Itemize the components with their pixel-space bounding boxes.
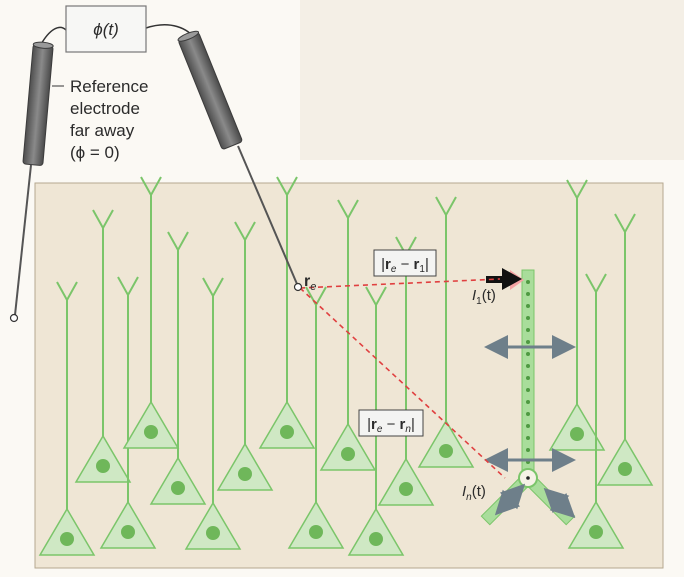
neuron <box>548 179 606 451</box>
compartment-dot <box>526 340 530 344</box>
reference-label-line2: electrode <box>70 99 140 118</box>
distance-box-1 <box>373 249 437 277</box>
compartment-dot <box>526 280 530 284</box>
neuron <box>567 273 625 549</box>
soma-center-dot <box>526 476 530 480</box>
potential-box <box>65 5 147 53</box>
compartment-dot <box>526 304 530 308</box>
compartment-dot <box>526 352 530 356</box>
compartment-dot <box>526 376 530 380</box>
neuron <box>319 199 377 471</box>
neuron <box>38 281 96 556</box>
recording-site-label: re <box>304 273 316 293</box>
compartment-dot <box>526 448 530 452</box>
reference-label-line1: Reference <box>70 77 148 96</box>
neuron <box>184 277 242 550</box>
neuron <box>122 176 180 449</box>
compartment-dot <box>526 292 530 296</box>
neuron <box>99 276 157 549</box>
compartment-dot <box>526 424 530 428</box>
recording-electrode-tip <box>293 282 303 292</box>
current-label-n: In(t) <box>462 483 486 503</box>
compartment-dot <box>526 316 530 320</box>
neuron <box>596 213 654 486</box>
double-arrow-branch-right <box>543 487 576 519</box>
distance-label-1: |re − r1| <box>381 256 429 275</box>
neuron <box>216 221 274 491</box>
neuron <box>417 196 475 468</box>
reference-electrode <box>9 41 54 323</box>
neuron <box>149 231 207 505</box>
distance-line-n <box>299 287 506 479</box>
neuron <box>74 209 132 483</box>
compartment-dot <box>526 400 530 404</box>
background-panel <box>300 0 684 160</box>
current-arrow-black <box>486 268 522 290</box>
reference-label-line4: (ϕ = 0) <box>70 143 120 162</box>
compartment-dot <box>526 364 530 368</box>
reference-label-line3: far away <box>70 121 135 140</box>
double-arrow-branch-left <box>494 483 526 516</box>
neuron-population <box>38 176 654 556</box>
recording-electrode <box>177 30 303 292</box>
neuron <box>258 176 316 449</box>
distance-label-n: |re − rn| <box>367 416 415 435</box>
compartment-dot <box>526 328 530 332</box>
potential-label: ϕ(t) <box>93 20 119 39</box>
compartment-dot <box>526 436 530 440</box>
compartment-dot <box>526 388 530 392</box>
neuron <box>347 286 405 556</box>
current-label-1: I1(t) <box>472 287 496 307</box>
reference-electrode-tip <box>9 313 19 323</box>
distance-line-1 <box>299 278 501 289</box>
neuron <box>287 286 345 549</box>
distance-box-n <box>358 409 424 437</box>
compartment-dot <box>526 412 530 416</box>
